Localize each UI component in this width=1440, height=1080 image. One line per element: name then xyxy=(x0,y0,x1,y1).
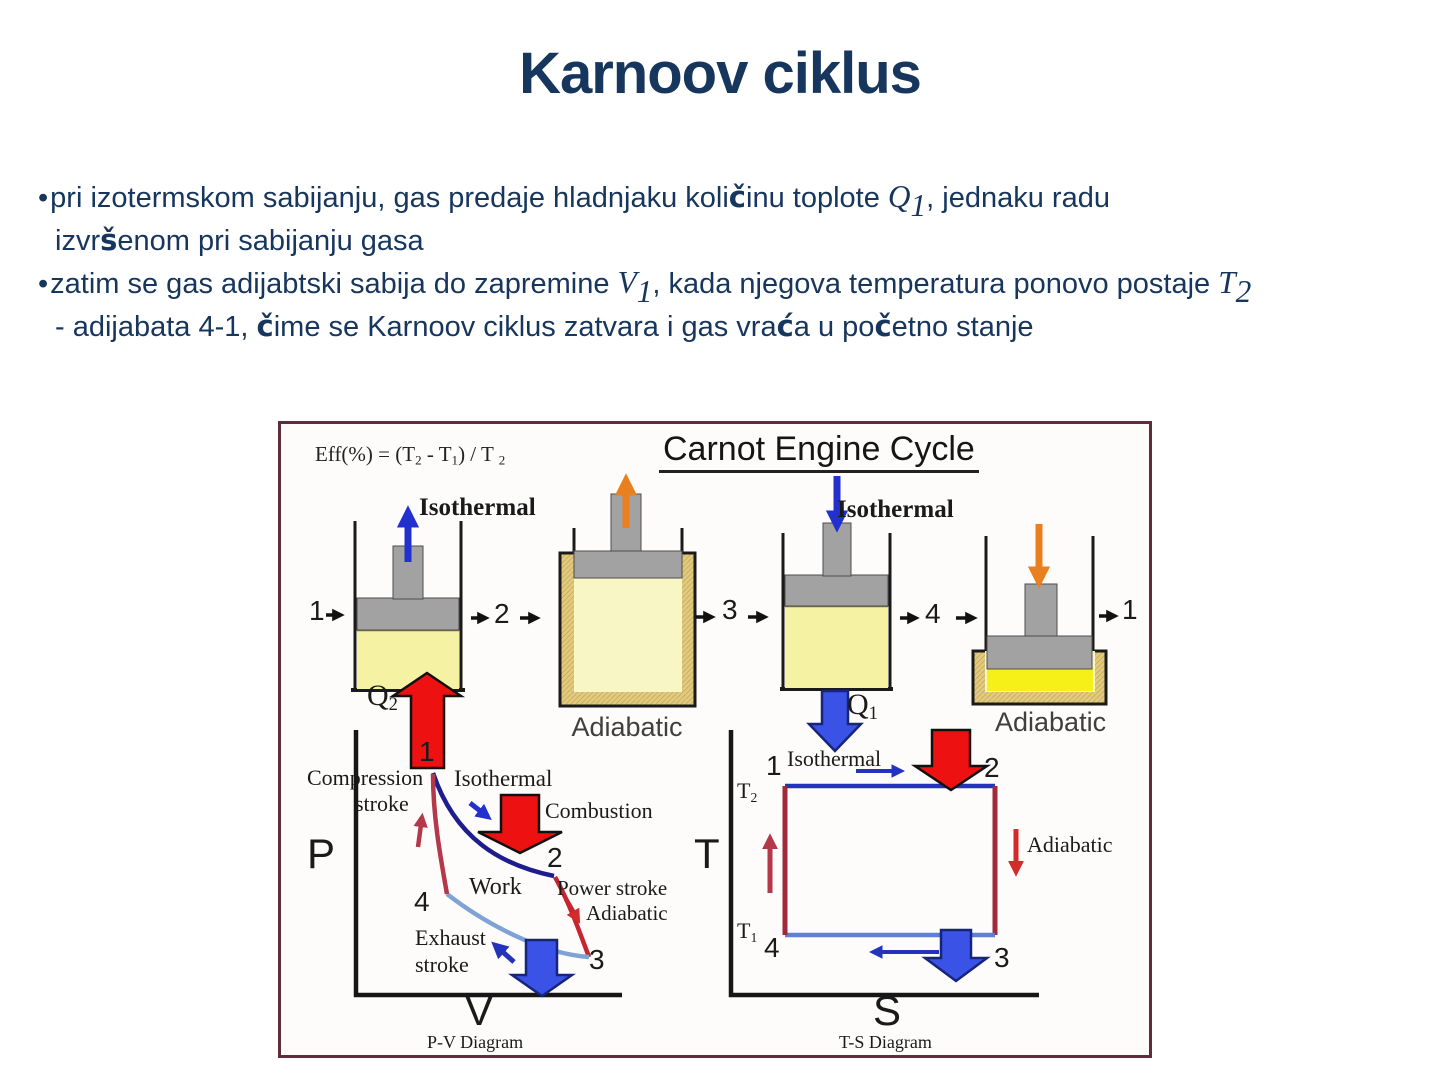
ts-t2-label: T2 xyxy=(737,778,758,805)
pv-point-3: 3 xyxy=(589,944,605,975)
piston-4 xyxy=(971,524,1108,706)
efficiency-formula: Eff(%) = (T2 - T1) / T 2 xyxy=(315,442,506,468)
ts-axis-s: S xyxy=(873,987,902,1034)
ts-plot xyxy=(728,728,1039,998)
compression-label: Compression xyxy=(307,765,424,790)
piston-3 xyxy=(780,476,893,753)
ts-isothermal-label: Isothermal xyxy=(787,746,882,771)
ts-point-4: 4 xyxy=(764,932,780,963)
ts-heat-out-arrow xyxy=(921,928,991,983)
pv-isothermal-3-4 xyxy=(445,892,590,960)
q2-label: Q2 xyxy=(367,679,398,716)
isothermal-label-left: Isothermal xyxy=(419,494,536,521)
ts-caption: T-S Diagram xyxy=(839,1032,932,1052)
pv-adiabatic-4-1 xyxy=(430,773,450,895)
adiabatic-label-left: Adiabatic xyxy=(571,712,683,742)
slide-title: Karnoov ciklus xyxy=(519,41,922,106)
step-1-label: 1 xyxy=(309,595,325,626)
q2-heat-in-arrow xyxy=(388,671,466,770)
step-1b-label: 1 xyxy=(1122,594,1138,625)
bullet-line-3: •zatim se gas adijabtski sabija do zapre… xyxy=(38,262,1418,309)
pv-adiabatic-label: Adiabatic xyxy=(586,901,668,925)
bullet-line-2: izvršenom pri sabijanju gasa xyxy=(38,219,1418,262)
step-arrows xyxy=(326,608,1119,625)
adiabatic-label-right: Adiabatic xyxy=(995,707,1107,737)
combustion-label: Combustion xyxy=(545,798,653,823)
ts-t1-label: T1 xyxy=(737,918,758,945)
compression-label-2: stroke xyxy=(355,791,409,816)
exhaust-label: Exhaust xyxy=(415,925,486,950)
piston-1 xyxy=(351,505,466,770)
bullet-line-1: •pri izotermskom sabijanju, gas predaje … xyxy=(38,176,1418,223)
carnot-figure: Eff(%) = (T2 - T1) / T 2 Carnot Engine C… xyxy=(278,421,1152,1058)
ts-axis-t: T xyxy=(694,830,720,877)
piston-2 xyxy=(558,473,697,708)
ts-point-3: 3 xyxy=(994,942,1010,973)
ts-point-2: 2 xyxy=(984,752,1000,783)
pv-point-2: 2 xyxy=(547,842,563,873)
exhaust-label-2: stroke xyxy=(415,952,469,977)
pv-isothermal-label: Isothermal xyxy=(454,766,553,791)
work-label: Work xyxy=(469,874,522,900)
pv-caption: P-V Diagram xyxy=(427,1032,524,1052)
ts-point-1: 1 xyxy=(766,750,782,781)
bullet-marker: • xyxy=(38,268,49,300)
pv-plot xyxy=(353,730,622,998)
ts-heat-in-arrow xyxy=(910,728,992,792)
step-4-label: 4 xyxy=(925,598,941,629)
bullet-text: pri izotermskom sabijanju, gas predaje h… xyxy=(50,179,1110,223)
pv-axis-p: P xyxy=(307,830,336,877)
q1-label: Q1 xyxy=(847,688,878,725)
q1-heat-out-arrow xyxy=(806,689,864,753)
pv-point-1: 1 xyxy=(419,736,435,767)
step-3-label: 3 xyxy=(722,594,738,625)
bullet-list: •pri izotermskom sabijanju, gas predaje … xyxy=(38,176,1418,348)
bullet-text: zatim se gas adijabtski sabija do zaprem… xyxy=(50,265,1252,309)
bullet-text: - adijabata 4-1, čime se Karnoov ciklus … xyxy=(55,309,1034,343)
pv-point-4: 4 xyxy=(414,886,430,917)
figure-title: Carnot Engine Cycle xyxy=(659,430,979,473)
combustion-arrow xyxy=(477,793,563,855)
pv-axis-v: V xyxy=(465,987,494,1034)
carnot-diagram-svg xyxy=(326,473,1119,998)
bullet-line-4: - adijabata 4-1, čime se Karnoov ciklus … xyxy=(38,305,1418,348)
ts-adiabatic-label: Adiabatic xyxy=(1027,832,1113,857)
bullet-text: izvršenom pri sabijanju gasa xyxy=(55,223,424,257)
bullet-marker: • xyxy=(38,182,49,214)
isothermal-label-right: Isothermal xyxy=(837,496,954,523)
step-2-label: 2 xyxy=(494,598,510,629)
exhaust-arrow xyxy=(508,938,576,998)
power-stroke-label: Power stroke xyxy=(557,876,668,900)
pv-isothermal-1-2 xyxy=(430,772,555,879)
